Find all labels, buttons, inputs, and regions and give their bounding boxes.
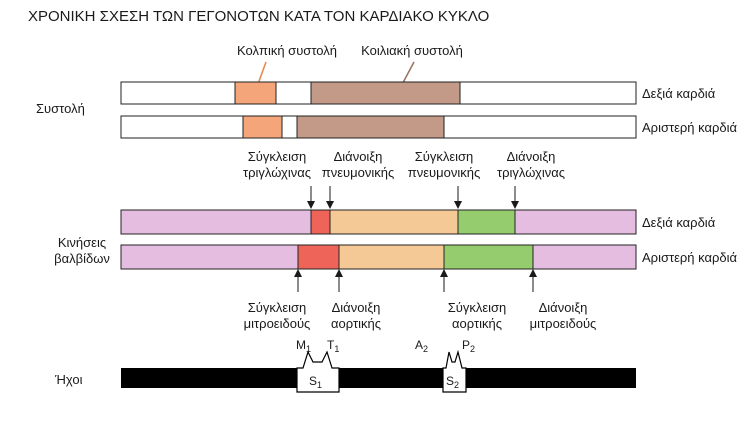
tricuspid-closure-line2: τριγλώχινας [243,165,311,180]
tricuspid-closure-line1: Σύγκλειση [248,149,307,164]
atrial-systole-left [242,115,283,139]
mitral-opening-line1: Διάνοιξη [539,300,588,315]
atrial-systole-right [234,81,277,105]
atrial-systole-label: Κολπική συστολή [237,43,337,58]
valves-row-label-line2: βαλβίδων [54,251,110,266]
s1-label: S1 [309,374,322,390]
pulmonary-opening-line1: Διάνοιξη [334,149,383,164]
m1-label: M1 [296,338,311,354]
systole-right-heart-label: Δεξιά καρδιά [642,86,716,101]
s1-sound-marker [296,350,340,393]
ventricular-systole-label: Κοιλιακή συστολή [361,43,463,58]
ventricular-systole-left [296,115,445,139]
pulmonary-closure-line2: πνευμονικής [408,165,480,180]
mitral-closure-line2: μιτροειδούς [244,316,311,331]
isovolumic-contraction-left [297,244,340,270]
ejection-right [329,209,459,235]
t1-label: T1 [327,338,339,354]
aortic-closure-line1: Σύγκλειση [448,300,507,315]
systole-left-heart-label: Αριστερή καρδιά [642,120,738,135]
ventricular-systole-right [310,81,461,105]
a2-label: A2 [415,338,428,354]
isovolumic-relaxation-left [443,244,534,270]
valves-left-heart-label: Αριστερή καρδιά [642,250,738,265]
aortic-opening-line2: αορτικής [331,316,381,331]
aortic-opening-line1: Διάνοιξη [332,300,381,315]
tricuspid-opening-line2: τριγλώχινας [497,165,565,180]
tricuspid-opening-line1: Διάνοιξη [507,149,556,164]
valves-right-heart-label: Δεξιά καρδιά [642,215,716,230]
p2-label: P2 [462,338,475,354]
pulmonary-opening-line2: πνευμονικής [322,165,394,180]
mitral-closure-line1: Σύγκλειση [248,300,307,315]
pulmonary-closure-line1: Σύγκλειση [415,149,474,164]
mitral-opening-line2: μιτροειδούς [530,316,597,331]
diagram-title: ΧΡΟΝΙΚΗ ΣΧΕΣΗ ΤΩΝ ΓΕΓΟΝΟΤΩΝ ΚΑΤΑ ΤΟΝ ΚΑΡ… [28,8,489,25]
valves-right-heart-bar [120,209,637,235]
isovolumic-contraction-right [310,209,331,235]
heart-sounds-bar [121,349,636,393]
isovolumic-relaxation-right [457,209,516,235]
ejection-left [338,244,445,270]
systole-left-heart-bar [120,115,637,139]
systole-right-heart-bar [120,81,637,105]
s2-sound-marker [442,349,467,393]
systole-row-label: Συστολή [36,101,85,116]
valves-row-label-line1: Κινήσεις [58,235,106,250]
aortic-closure-line2: αορτικής [452,316,502,331]
s2-label: S2 [446,374,459,390]
sounds-row-label: Ήχοι [54,372,83,387]
valves-left-heart-bar [120,244,637,270]
atrial-systole-pointer [257,61,267,85]
